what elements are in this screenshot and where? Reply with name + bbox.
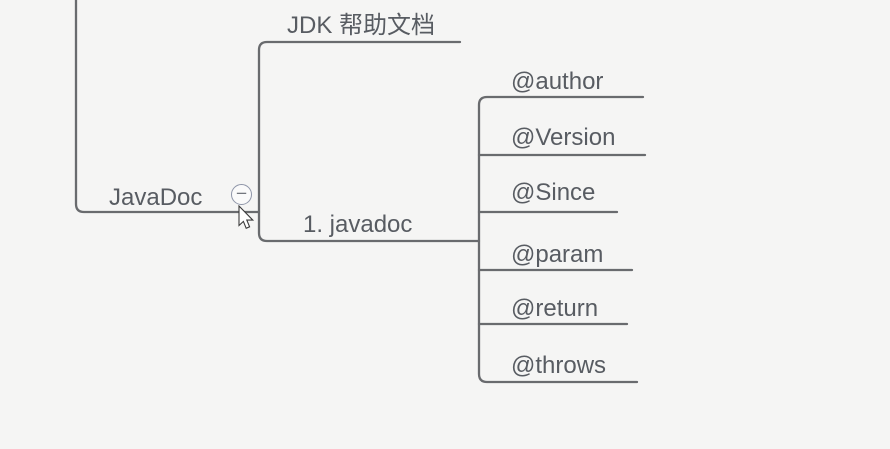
topic-param-tag[interactable]: @param bbox=[511, 241, 604, 268]
topic-version-tag[interactable]: @Version bbox=[511, 124, 616, 151]
topic-javadoc-root[interactable]: JavaDoc bbox=[109, 184, 203, 211]
topic-author-tag[interactable]: @author bbox=[511, 68, 604, 95]
connector-parent-spine-to-javadoc bbox=[74, 0, 261, 214]
topic-throws-tag[interactable]: @throws bbox=[511, 352, 607, 379]
collapse-button[interactable]: − bbox=[231, 184, 252, 205]
topic-jdk-help-doc[interactable]: JDK 帮助文档 bbox=[287, 12, 436, 39]
topic-since-tag[interactable]: @Since bbox=[511, 179, 596, 206]
topic-1-javadoc[interactable]: 1. javadoc bbox=[303, 211, 413, 238]
topic-return-tag[interactable]: @return bbox=[511, 295, 599, 322]
mouse-cursor bbox=[238, 205, 255, 230]
minus-icon: − bbox=[235, 184, 248, 202]
